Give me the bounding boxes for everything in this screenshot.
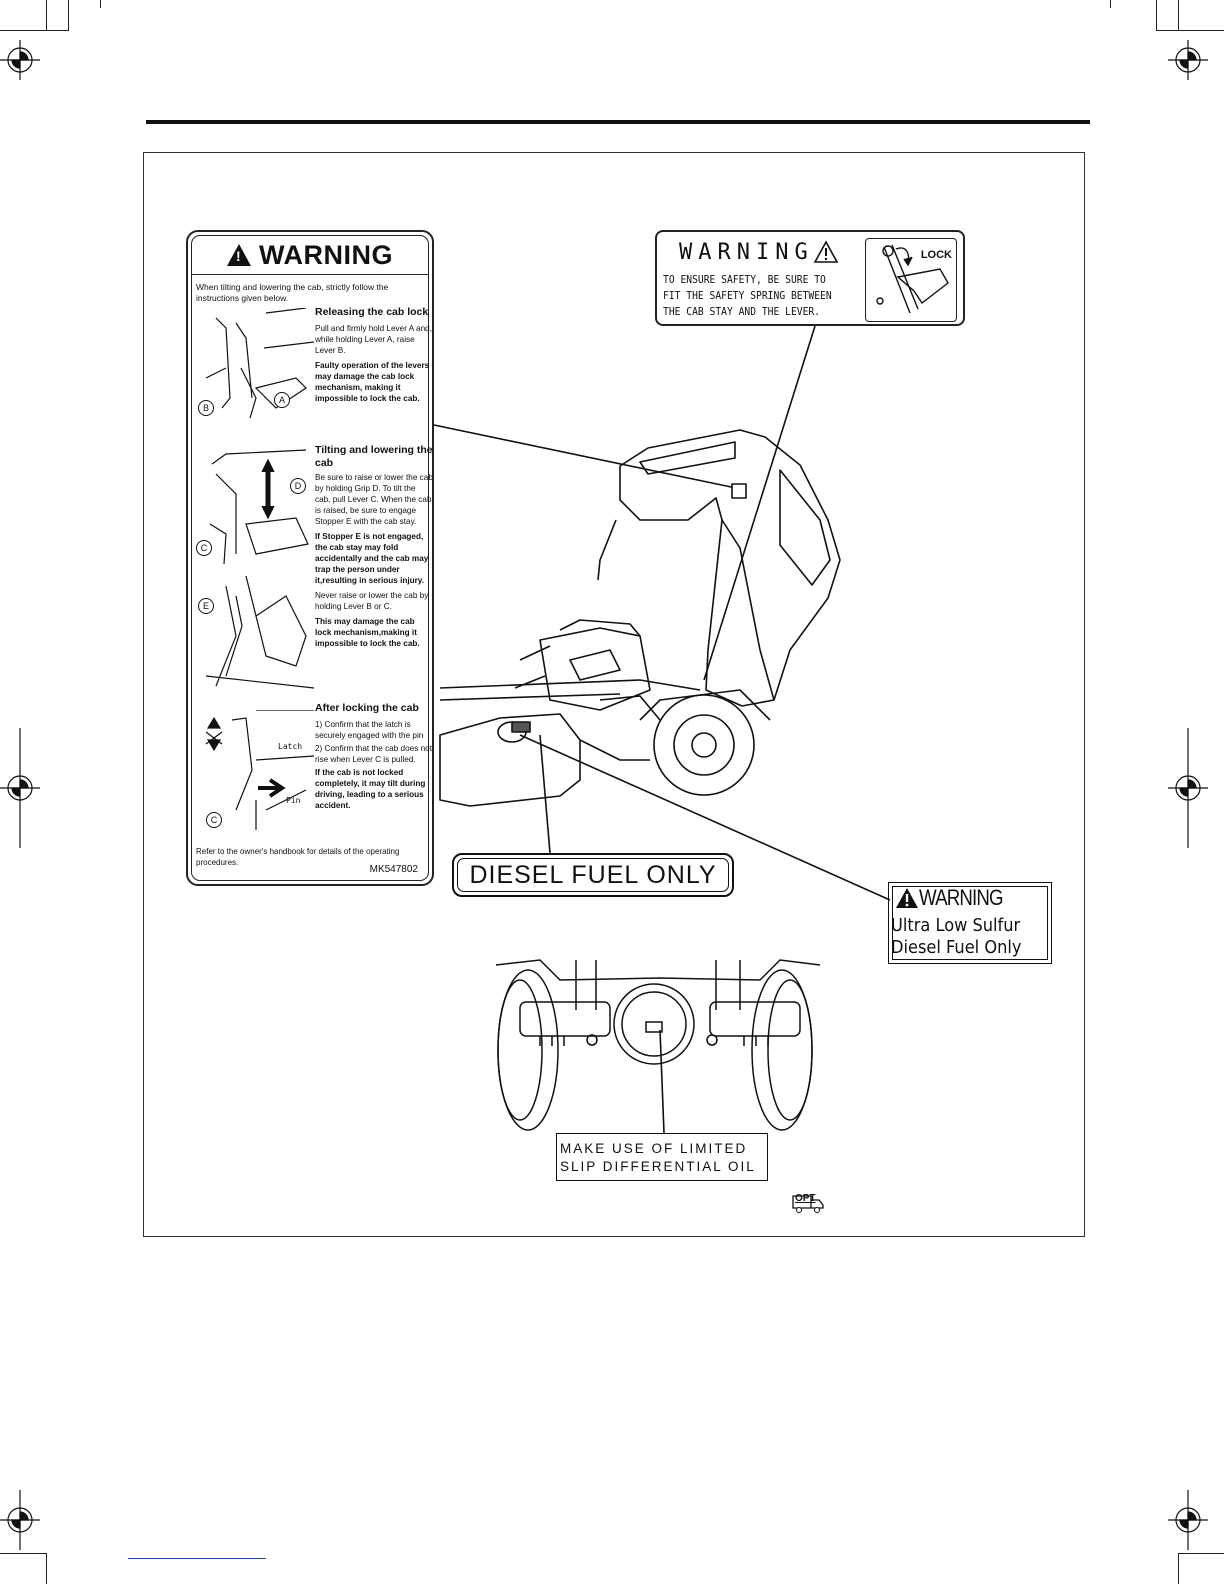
warning-footer: Refer to the owner's handbook for detail… bbox=[196, 847, 400, 867]
crop-mark bbox=[0, 1553, 46, 1554]
section-item-2: 2) Confirm that the cab does not rise wh… bbox=[315, 744, 432, 764]
lock-lever-icon bbox=[876, 244, 949, 314]
truck-opt-icon bbox=[792, 1195, 824, 1213]
footer-link-underline bbox=[128, 1558, 266, 1559]
section-heading: After locking the cab bbox=[315, 702, 419, 714]
section-heading: Releasing the cab lock bbox=[315, 306, 429, 318]
lock-pictogram: LOCK bbox=[865, 238, 957, 322]
crop-mark bbox=[1156, 0, 1157, 31]
figure-frame bbox=[143, 152, 1085, 1237]
warning-intro: When tilting and lowering the cab, stric… bbox=[196, 282, 389, 303]
crop-mark bbox=[1156, 30, 1224, 31]
section-release: Releasing the cab lock Pull and firmly h… bbox=[315, 306, 433, 404]
section-item-1: 1) Confirm that the latch is securely en… bbox=[315, 720, 424, 740]
warning-title: WARNING bbox=[679, 240, 814, 265]
section-after-lock: After locking the cab 1) Confirm that th… bbox=[315, 702, 433, 811]
diesel-fuel-only-label: DIESEL FUEL ONLY bbox=[452, 853, 734, 897]
crop-mark bbox=[46, 1553, 47, 1584]
lsd-line-1: MAKE USE OF LIMITED bbox=[560, 1141, 748, 1156]
warning-title-text: WARNING bbox=[679, 240, 814, 265]
latch-label: Latch bbox=[278, 742, 303, 751]
warning-triangle-icon bbox=[813, 240, 839, 263]
ulsd-line-1: Ultra Low Sulfur bbox=[891, 915, 1021, 936]
warning-title: WARNING bbox=[259, 239, 393, 270]
lock-check-figure bbox=[205, 710, 314, 830]
crop-mark bbox=[46, 0, 47, 30]
ulsd-line-2: Diesel Fuel Only bbox=[891, 937, 1022, 958]
opt-text: OPT bbox=[795, 1193, 816, 1204]
section-text: Pull and firmly hold Lever A and, while … bbox=[315, 324, 432, 355]
release-lever-figure bbox=[205, 308, 314, 419]
label-inner-border bbox=[892, 886, 1048, 960]
warning-triangle-icon bbox=[227, 244, 251, 266]
crop-mark bbox=[1110, 0, 1111, 8]
warning-title: WARNING bbox=[919, 885, 1004, 910]
crop-mark bbox=[1178, 0, 1179, 30]
ultra-low-sulfur-warning-label: WARNING Ultra Low Sulfur Diesel Fuel Onl… bbox=[888, 882, 1052, 964]
label-inner-border bbox=[191, 235, 429, 881]
crop-mark bbox=[1178, 1553, 1179, 1584]
section-text-2: Never raise or lower the cab by holding … bbox=[315, 591, 429, 611]
part-code: MK547802 bbox=[369, 864, 418, 875]
callout-c: C bbox=[196, 540, 212, 556]
section-text: Be sure to raise or lower the cab by hol… bbox=[315, 473, 433, 526]
pin-label: Pin bbox=[286, 796, 301, 805]
section-heading: Tilting and lowering the cab bbox=[315, 444, 433, 469]
warning-header: WARNING bbox=[192, 236, 428, 275]
callout-d: D bbox=[290, 478, 306, 494]
callout-b: B bbox=[198, 400, 214, 416]
header-rule bbox=[146, 120, 1090, 124]
callout-c-2: C bbox=[206, 812, 222, 828]
diesel-label-text: DIESEL FUEL ONLY bbox=[457, 858, 729, 892]
lsd-line-2: SLIP DIFFERENTIAL OIL bbox=[560, 1159, 756, 1174]
section-tilt: Tilting and lowering the cab Be sure to … bbox=[315, 444, 433, 649]
crop-mark bbox=[0, 30, 68, 31]
section-caution: If the cab is not locked completely, it … bbox=[315, 768, 426, 810]
warning-body: TO ENSURE SAFETY, BE SURE TO FIT THE SAF… bbox=[663, 274, 832, 318]
optional-equipment-icon: OPT bbox=[791, 1192, 825, 1214]
safety-spring-warning-label: WARNING TO ENSURE SAFETY, BE SURE TO FIT… bbox=[655, 230, 965, 326]
callout-e: E bbox=[198, 598, 214, 614]
crop-mark bbox=[1178, 1553, 1224, 1554]
section-caution: Faulty operation of the levers may damag… bbox=[315, 361, 430, 403]
lock-text: LOCK bbox=[920, 249, 952, 261]
stopper-figure bbox=[205, 576, 314, 689]
section-caution: If Stopper E is not engaged, the cab sta… bbox=[315, 532, 429, 585]
tilt-cab-figure bbox=[209, 449, 309, 565]
cab-tilt-warning-label: WARNING When tilting and lowering the ca… bbox=[186, 230, 434, 886]
crop-mark bbox=[100, 0, 101, 8]
limited-slip-diff-oil-label: MAKE USE OF LIMITED SLIP DIFFERENTIAL OI… bbox=[556, 1133, 768, 1181]
callout-a: A bbox=[274, 392, 290, 408]
section-caution-2: This may damage the cab lock mechanism,m… bbox=[315, 617, 420, 648]
crop-mark bbox=[68, 0, 69, 31]
warning-triangle-icon bbox=[896, 888, 918, 908]
